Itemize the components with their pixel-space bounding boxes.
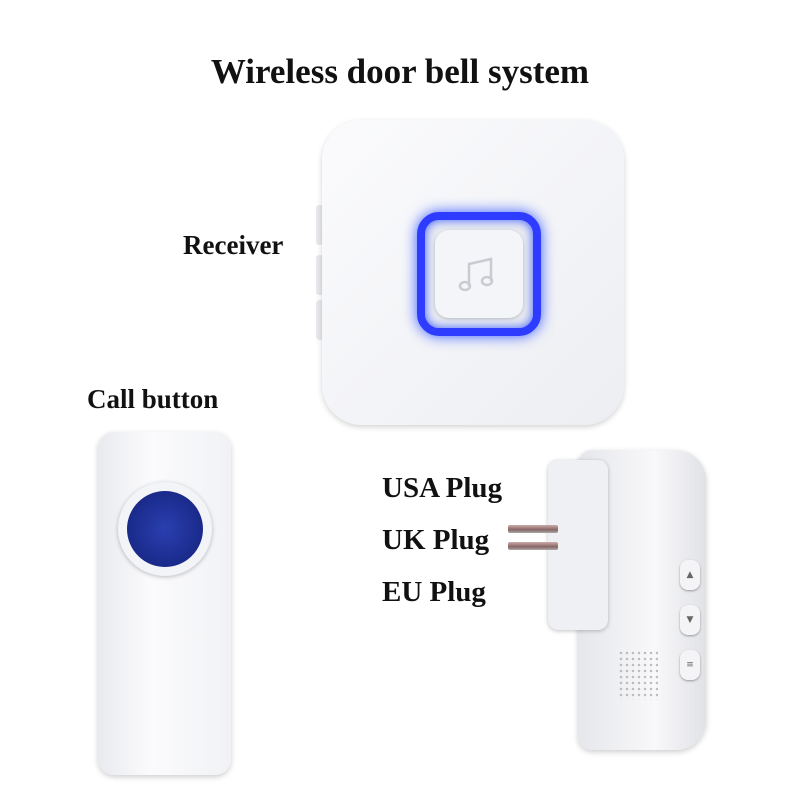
receiver-side-view: ▲ ▼ ≡ bbox=[508, 450, 706, 750]
speaker-grille bbox=[618, 650, 658, 700]
receiver-center-button bbox=[435, 230, 523, 318]
receiver-side-button bbox=[316, 255, 324, 295]
plug-label-eu: EU Plug bbox=[382, 576, 486, 608]
plug-prong bbox=[508, 542, 558, 550]
receiver-device bbox=[322, 120, 624, 425]
menu-button-icon: ≡ bbox=[680, 650, 700, 680]
title: Wireless door bell system bbox=[210, 52, 590, 91]
call-button-press bbox=[127, 491, 203, 567]
receiver-side-button bbox=[316, 205, 324, 245]
receiver-label: Receiver bbox=[183, 230, 284, 260]
led-ring bbox=[417, 212, 541, 336]
plug-label-usa: USA Plug bbox=[382, 472, 503, 504]
call-button-label: Call button bbox=[87, 384, 219, 414]
receiver-side-button bbox=[316, 300, 324, 340]
plug-label-uk: UK Plug bbox=[382, 524, 490, 556]
down-button-icon: ▼ bbox=[680, 605, 700, 635]
call-button-ring bbox=[118, 482, 212, 576]
plug-housing bbox=[508, 460, 608, 630]
up-button-icon: ▲ bbox=[680, 560, 700, 590]
plug-prong bbox=[508, 525, 558, 533]
call-button-device bbox=[98, 432, 231, 775]
music-note-icon bbox=[458, 257, 494, 292]
